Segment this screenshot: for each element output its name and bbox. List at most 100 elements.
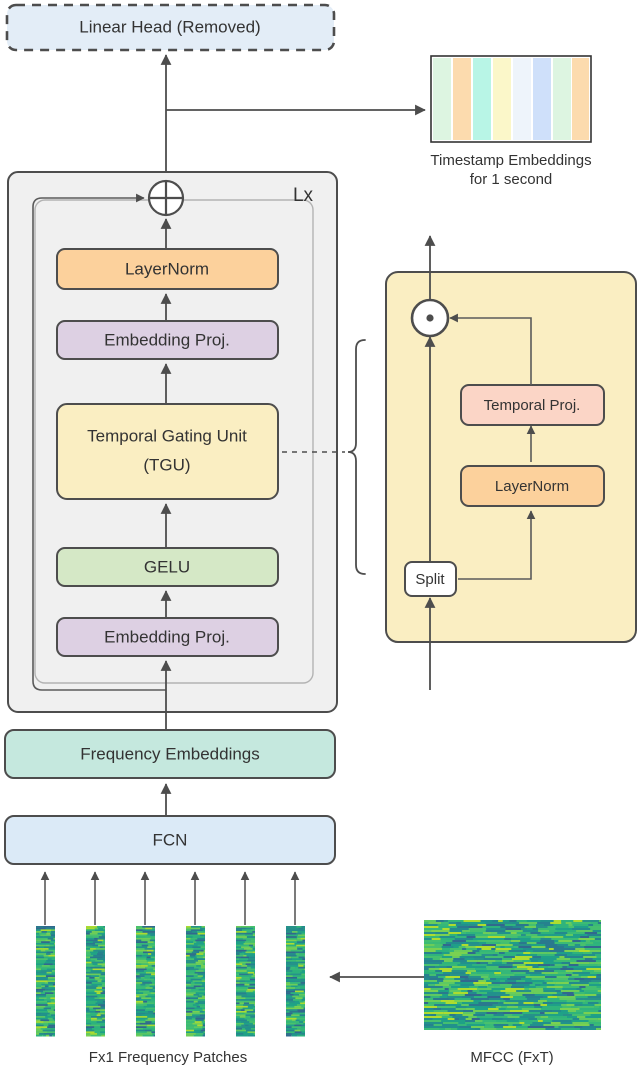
mfcc-cell (534, 970, 554, 972)
frequency-patch-cell (150, 937, 155, 940)
frequency-patch-cell (194, 971, 205, 974)
mfcc-cell (560, 1028, 580, 1030)
mfcc-cell (528, 988, 544, 990)
frequency-patch-cell (242, 937, 247, 940)
mfcc-cell (567, 994, 575, 996)
mfcc-cell (554, 932, 568, 934)
mfcc-cell (491, 932, 498, 934)
mfcc-cell (512, 964, 526, 966)
frequency-patch-cell (45, 1005, 55, 1008)
mfcc-cell (498, 952, 505, 954)
frequency-patch-cell (86, 949, 94, 952)
mfcc-cell (479, 990, 494, 992)
frequency-patch-cell (86, 970, 91, 972)
frequency-patch-cell (43, 936, 54, 938)
layernorm-tgu-box (460, 465, 605, 507)
frequency-patch-cell (301, 1033, 305, 1035)
mfcc-cell (525, 972, 542, 974)
mfcc-cell (424, 990, 439, 992)
frequency-patch-cell (196, 956, 203, 959)
frequency-patch-cell (103, 926, 105, 928)
frequency-patch-cell (48, 1022, 54, 1025)
frequency-patch-cell (44, 999, 54, 1001)
mfcc-cell (503, 1002, 519, 1004)
frequency-patch-cell (95, 1011, 101, 1013)
mfcc-cell (499, 980, 506, 982)
mfcc-cell (595, 954, 601, 956)
frequency-patch-cell (36, 970, 41, 972)
mfcc-cell (469, 974, 490, 976)
mfcc-cell (424, 988, 431, 990)
tgu-detail-panel: Split LayerNorm Temporal Proj. (385, 235, 637, 690)
mfcc-cell (488, 976, 501, 978)
frequency-patch-cell (286, 954, 297, 957)
frequency-patch-cell (104, 951, 105, 954)
mfcc-cell (537, 922, 551, 924)
mfcc-cell (424, 922, 429, 924)
frequency-patch-cell (86, 953, 91, 955)
mfcc-cell (521, 934, 526, 936)
mfcc-cell (451, 1028, 458, 1030)
frequency-patch-cell (151, 1014, 155, 1017)
mfcc-cell (440, 1000, 455, 1002)
frequency-patch-cell (286, 929, 296, 932)
mfcc-cell (465, 972, 471, 974)
frequency-patch-cell (198, 954, 205, 957)
frequency-patch-cell (201, 978, 205, 981)
mfcc-cell (505, 988, 525, 990)
mfcc-cell (596, 956, 601, 958)
frequency-patch-cell (97, 958, 105, 960)
frequency-patch-cell (198, 999, 205, 1001)
frequency-patch-cell (104, 968, 105, 971)
mfcc-cell (490, 938, 505, 940)
mfcc-cell (442, 994, 449, 996)
frequency-patch-cell (86, 995, 91, 998)
frequency-patch-cell (186, 977, 195, 979)
mfcc-cell (574, 942, 594, 944)
frequency-patch-cell (240, 975, 252, 977)
frequency-patch-cell (147, 961, 155, 964)
frequency-patch-cell (290, 982, 301, 984)
frequency-patch-cell (94, 997, 100, 1000)
mfcc-cell (458, 1022, 466, 1024)
tgu-detail-brace (347, 339, 366, 575)
frequency-patch-cell (47, 1017, 53, 1020)
mfcc-cell (543, 988, 555, 990)
frequency-patch-cell (150, 977, 155, 979)
mfcc-cell (508, 968, 515, 970)
mfcc-cell (582, 1002, 588, 1004)
frequency-patch-cell (252, 948, 255, 950)
frequency-patch-cell (193, 1000, 198, 1003)
mfcc-cell (526, 920, 541, 922)
mfcc-cell (424, 964, 440, 966)
frequency-patch-cell (40, 949, 46, 952)
frequency-patch-cell (286, 978, 291, 981)
frequency-patch-cell (139, 999, 151, 1001)
mfcc-cell (488, 958, 503, 960)
frequency-patch-cell (89, 977, 95, 979)
frequency-patch-cell (52, 1034, 55, 1037)
frequency-patch-cell (302, 949, 305, 952)
mfcc-cell (452, 956, 460, 958)
frequency-patch-cell (186, 939, 196, 942)
frequency-patch-cell (186, 990, 194, 993)
frequency-patch-cell (86, 1022, 92, 1025)
frequency-patch-cell (99, 977, 105, 979)
mfcc-cell (466, 1024, 486, 1026)
frequency-patch-cell (86, 1005, 90, 1008)
mfcc-cell (445, 976, 461, 978)
mfcc-cell (582, 970, 594, 972)
frequency-patch-cell (103, 953, 105, 955)
mfcc-cell (474, 984, 489, 986)
frequency-patch-cell (136, 1014, 142, 1017)
frequency-patch-cell (186, 1026, 194, 1028)
mfcc-cell (567, 1010, 577, 1012)
mfcc-cell (523, 962, 544, 964)
frequency-patch-cell (286, 1031, 295, 1034)
mfcc-cell (561, 962, 571, 964)
mfcc-cell (495, 1016, 508, 1018)
mfcc-cell (504, 952, 524, 954)
frequency-patch-cell (203, 970, 205, 972)
mfcc-cell (556, 958, 571, 960)
frequency-patch-cell (42, 973, 47, 976)
